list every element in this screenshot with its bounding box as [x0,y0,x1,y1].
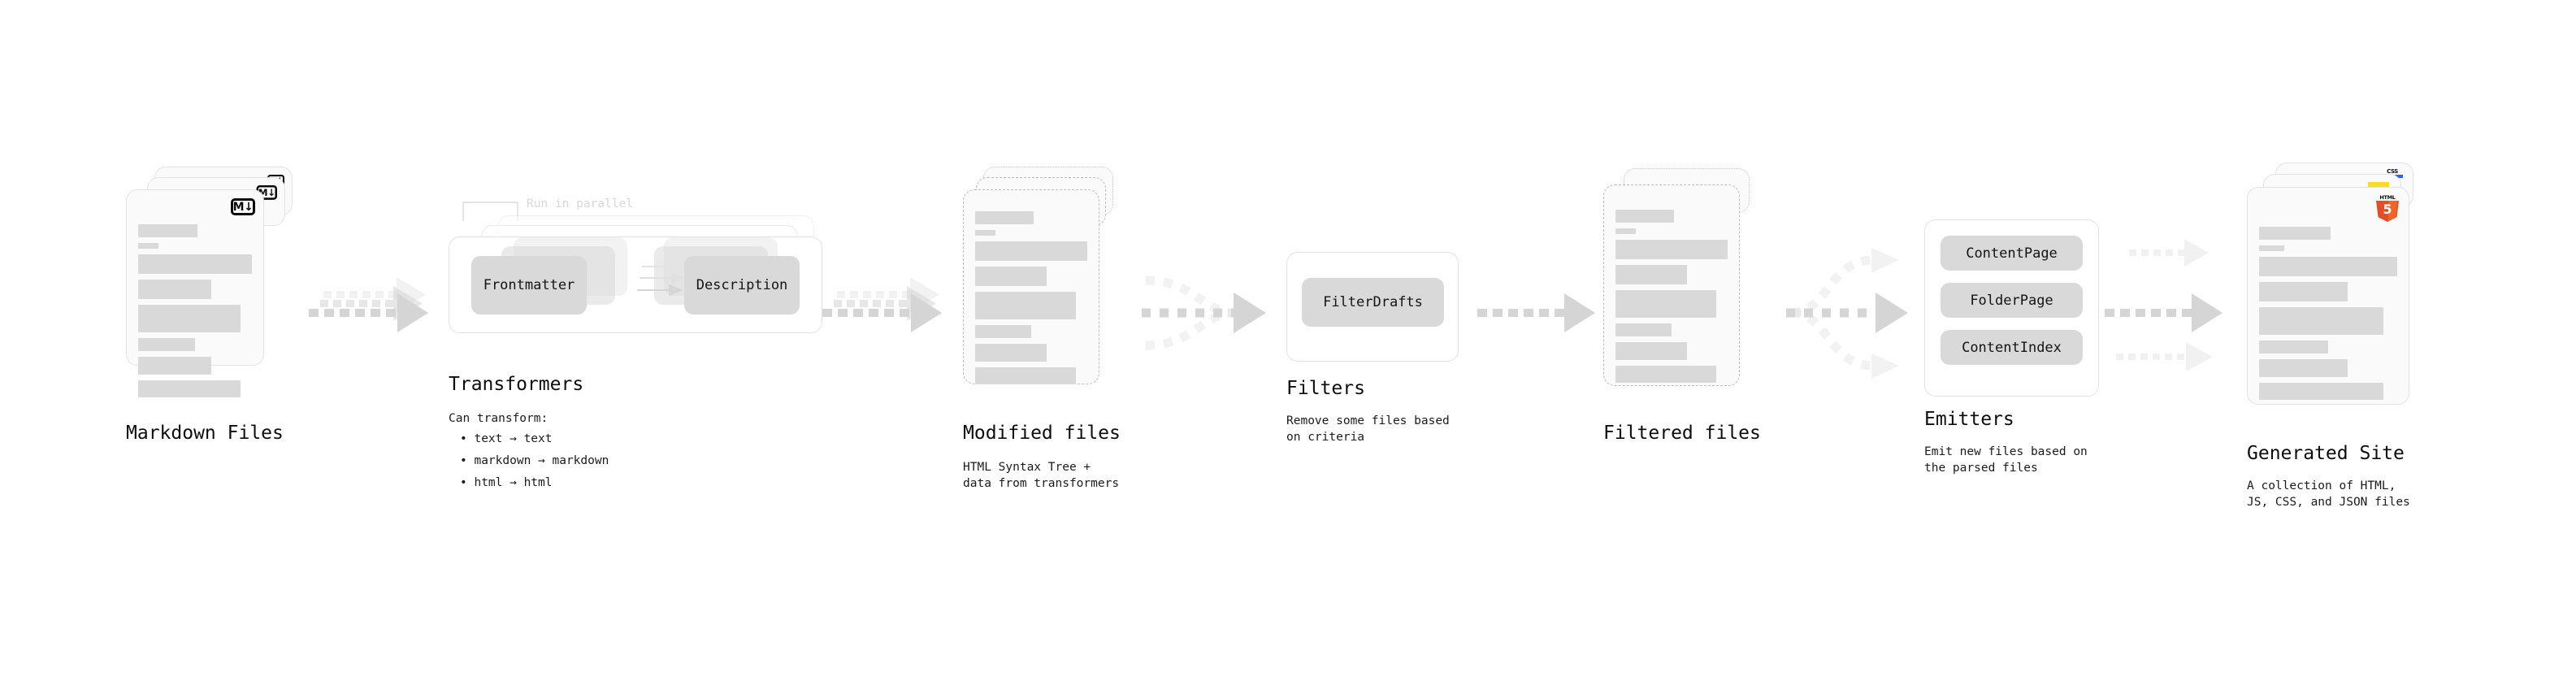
content-line [138,243,159,249]
filtered-file-card-front [1603,184,1740,386]
content-line [138,338,195,351]
emitter-chip-contentpage[interactable]: ContentPage [1941,236,2083,271]
filtered-files-stack [1603,167,1778,410]
content-line [975,267,1047,286]
modified-files-stack [963,167,1138,410]
emitter-chip-folderpage[interactable]: FolderPage [1941,283,2083,318]
transformers-bullet-2: • html → html [460,476,553,489]
stage-subtitle-modified-files: HTML Syntax Tree + data from transformer… [963,461,1120,490]
content-line [138,280,211,299]
content-line [975,230,995,236]
stage-subtitle-filters: Remove some files based on criteria [1286,414,1450,444]
markdown-files-stack: M↓ M↓ M↓ [126,167,301,410]
content-line [1615,265,1688,284]
transformer-chip-description[interactable]: Description [684,256,800,314]
stage-subtitle-transformers: Can transform: [449,412,549,425]
stage-title-transformers: Transformers [449,374,584,395]
content-line [2259,383,2383,400]
filter-chip-filterdrafts[interactable]: FilterDrafts [1302,278,1444,327]
content-line [975,344,1047,362]
content-line [975,292,1077,319]
content-line [2259,307,2383,335]
file-content-lines [975,211,1087,390]
html5-shield: 5 [2376,201,2399,222]
content-line [2259,257,2397,276]
content-line [975,367,1077,384]
content-line [1615,342,1688,360]
file-content-lines [2259,227,2397,406]
content-line [138,254,252,274]
content-line [2259,282,2348,301]
content-line [2259,359,2348,377]
emitter-chip-contentindex[interactable]: ContentIndex [1941,330,2083,365]
stage-title-modified-files: Modified files [963,423,1121,444]
stage-title-emitters: Emitters [1924,409,2014,430]
stage-subtitle-emitters: Emit new files based on the parsed files [1924,445,2088,475]
content-line [975,241,1087,261]
content-line [1615,290,1717,318]
content-line [975,211,1034,224]
transformers-bullet-1: • markdown → markdown [460,454,609,467]
generated-file-card-html: HTML 5 [2247,187,2409,405]
run-in-parallel-label: Run in parallel [527,197,633,210]
stage-title-filters: Filters [1286,378,1365,399]
generated-site-stack: CSS HTML 5 [2247,163,2434,423]
file-content-lines [1615,210,1728,388]
content-line [1615,210,1674,223]
transformer-chip-frontmatter[interactable]: Frontmatter [471,256,587,314]
transformers-stack: Frontmatter Description [449,215,830,333]
content-line [2259,340,2328,354]
content-line [138,224,197,237]
stage-subtitle-generated-site: A collection of HTML, JS, CSS, and JSON … [2247,479,2410,509]
modified-file-card-front [963,189,1099,384]
content-line [2259,245,2284,251]
content-line [1615,323,1672,336]
content-line [1615,228,1636,234]
content-line [138,305,241,332]
stage-title-filtered-files: Filtered files [1603,423,1761,444]
content-line [1615,366,1717,383]
content-line [138,357,211,375]
css-badge-label: CSS [2387,168,2398,175]
markdown-icon: M↓ [231,198,255,215]
content-line [2259,227,2331,240]
content-line [138,380,241,397]
content-line [975,325,1031,338]
markdown-file-card-front: M↓ [126,189,264,397]
stage-title-generated-site: Generated Site [2247,443,2405,464]
html5-icon: HTML 5 [2376,194,2399,222]
html5-five: 5 [2383,201,2392,217]
content-line [1615,240,1728,259]
stage-title-markdown-files: Markdown Files [126,423,284,444]
html5-badge-word: HTML [2379,194,2396,201]
file-content-lines [138,224,252,403]
transformers-bullet-0: • text → text [460,432,553,445]
